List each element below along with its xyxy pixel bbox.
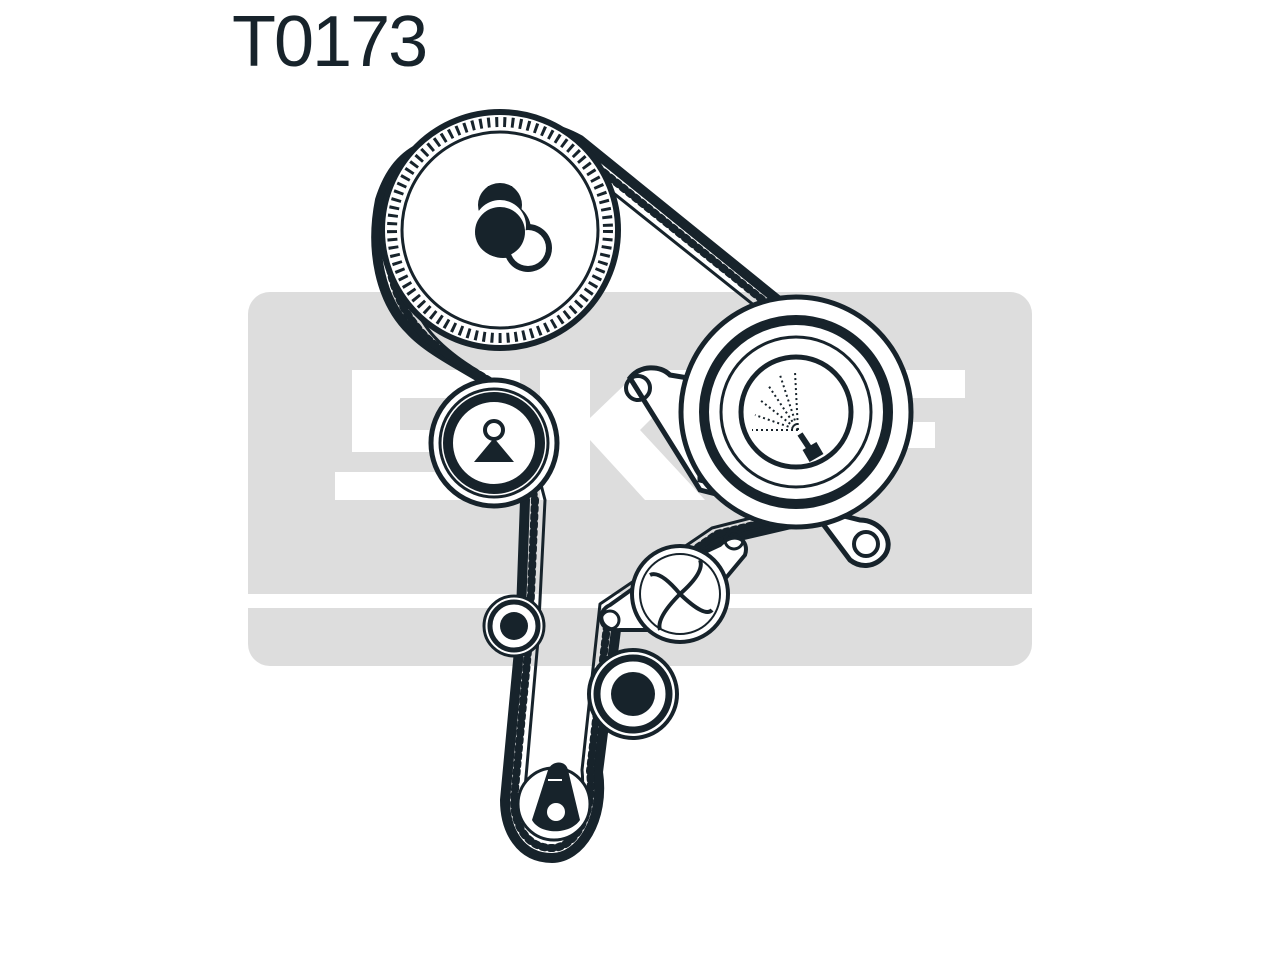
- lower-idler-pulley: [587, 648, 679, 740]
- upper-idler-pulley: [428, 377, 560, 509]
- part-code-title: T0173: [232, 2, 428, 82]
- camshaft-sprocket: [379, 109, 621, 351]
- tensioner-pulley: [624, 294, 914, 568]
- crankshaft-sprocket: [516, 762, 592, 842]
- grease-spray-icon: [752, 371, 824, 463]
- water-pump: [599, 529, 748, 644]
- small-idler-pulley: [482, 594, 546, 658]
